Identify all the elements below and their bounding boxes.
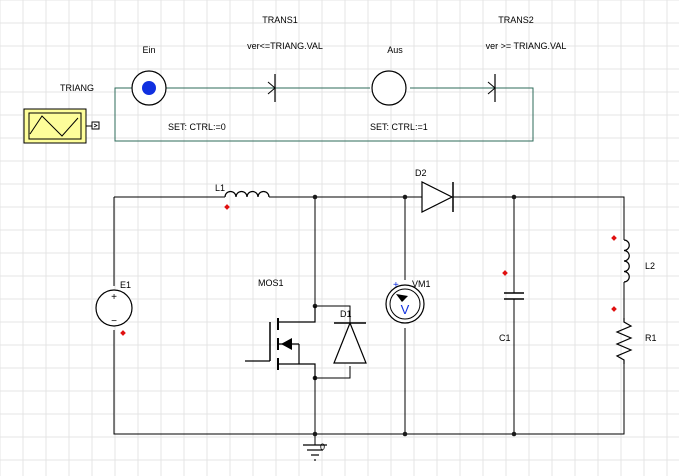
r1-label: R1 — [645, 333, 657, 343]
e1-pin-marker — [120, 330, 126, 336]
inductor-l1[interactable] — [224, 190, 270, 198]
transition-2-name: TRANS2 — [498, 15, 534, 25]
transition-1-name: TRANS1 — [262, 15, 298, 25]
diode-d1[interactable] — [333, 321, 367, 364]
transition-1-condition: ver<=TRIANG.VAL — [247, 41, 323, 51]
vm1-label: VM1 — [412, 279, 431, 289]
triang-source-block[interactable] — [23, 108, 100, 144]
c1-pin-marker — [502, 270, 508, 276]
d2-label: D2 — [415, 168, 427, 178]
circuit-wires — [113, 196, 625, 445]
mosfet-mos1[interactable] — [245, 306, 316, 380]
l2-pin-marker — [611, 235, 617, 241]
l1-label: L1 — [215, 183, 225, 193]
triang-label: TRIANG — [60, 83, 94, 93]
e1-plus-sign: + — [111, 292, 117, 303]
l2-label: L2 — [645, 261, 655, 271]
state-on[interactable] — [131, 70, 167, 106]
e1-label: E1 — [120, 280, 131, 290]
resistor-r1[interactable] — [615, 318, 633, 364]
transition-2[interactable] — [487, 74, 496, 102]
statechart: TRIANG Ein Aus TRANS1 ver<=TRIANG.VAL TR… — [23, 15, 567, 144]
r1-pin-marker — [611, 306, 617, 312]
diode-d2[interactable] — [418, 181, 460, 213]
state-on-label: Ein — [142, 45, 155, 55]
c1-label: C1 — [499, 333, 511, 343]
ground-symbol — [303, 444, 327, 461]
boost-circuit: + − E1 L1 D2 MOS1 — [95, 168, 657, 461]
l1-pin-marker — [224, 204, 230, 210]
vm1-plus-sign: + — [393, 280, 399, 291]
state-off-label: Aus — [387, 45, 403, 55]
junction-nodes — [312, 194, 517, 437]
e1-minus-sign: − — [111, 316, 117, 327]
capacitor-c1[interactable] — [504, 292, 524, 300]
d1-label: D1 — [340, 309, 352, 319]
set-action-off: SET: CTRL:=1 — [370, 122, 428, 132]
triang-output-pin[interactable] — [91, 121, 100, 130]
transition-2-condition: ver >= TRIANG.VAL — [486, 41, 567, 51]
transition-1[interactable] — [267, 74, 276, 102]
set-action-on: SET: CTRL:=0 — [168, 122, 226, 132]
voltage-source-e1[interactable] — [95, 289, 133, 327]
active-state-token — [142, 81, 156, 95]
ground-node-label: 0 — [320, 442, 325, 452]
voltmeter-glyph: V — [401, 302, 410, 317]
voltmeter-vm1[interactable] — [385, 284, 425, 324]
statechart-loop-wire — [114, 87, 534, 142]
state-off[interactable] — [371, 70, 407, 106]
mos1-label: MOS1 — [258, 278, 284, 288]
triangle-wave-icon — [29, 115, 79, 137]
inductor-l2[interactable] — [623, 239, 630, 283]
